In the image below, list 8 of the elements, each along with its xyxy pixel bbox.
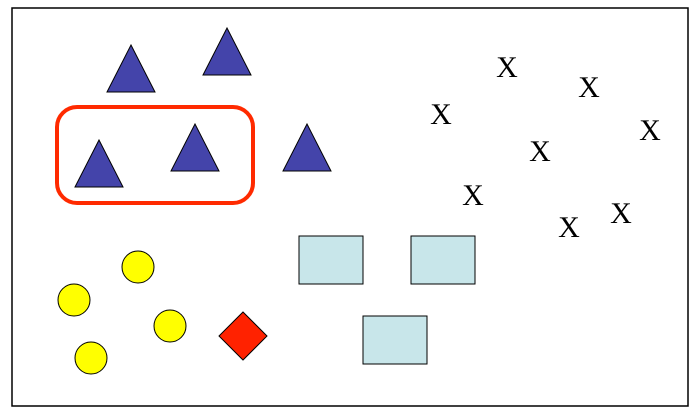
cross-mark: X — [578, 73, 600, 103]
cross-mark: X — [610, 199, 632, 229]
cross-mark: X — [639, 116, 661, 146]
cross-mark: X — [496, 53, 518, 83]
cross-mark: X — [558, 213, 580, 243]
cross-mark: X — [529, 137, 551, 167]
cross-mark: X — [462, 181, 484, 211]
cross-mark: X — [430, 100, 452, 130]
